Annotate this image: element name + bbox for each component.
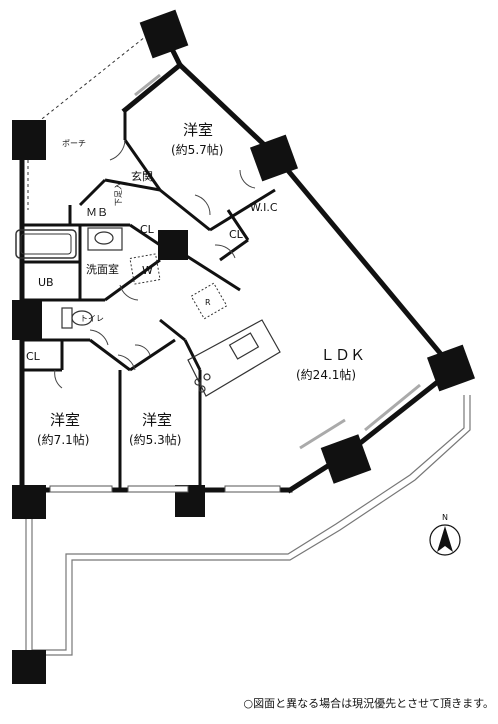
door-swings: [54, 139, 256, 389]
balcony-outline: [25, 395, 471, 656]
fridge-space: [190, 282, 228, 320]
windows: [49, 73, 421, 493]
cl-left-label: CL: [26, 350, 41, 363]
cl-hall-label: CL: [140, 223, 155, 236]
structural-columns: [12, 9, 476, 684]
cl-wic-label: CL: [229, 228, 244, 241]
kitchen-counter: [187, 319, 281, 397]
interior-walls: [22, 110, 276, 490]
room-name-western-top: 洋室: [183, 121, 213, 139]
shoe-box-label: 下足入: [114, 182, 123, 206]
washroom-label: 洗面室: [86, 262, 119, 276]
washer-space: [129, 253, 161, 285]
room-name-western-mid: 洋室: [142, 411, 172, 429]
north-arrow: [429, 524, 461, 556]
bathtub: [15, 229, 77, 259]
room-area-ldk: (約24.1帖): [296, 367, 356, 382]
wic-label: W.I.C: [250, 201, 278, 214]
toilet-label: トイレ: [80, 314, 104, 323]
north-label: N: [442, 513, 448, 522]
ub-label: UB: [38, 276, 54, 289]
room-name-western-left: 洋室: [50, 411, 80, 429]
wash-basin: [87, 227, 123, 251]
room-area-western-top: (約5.7帖): [171, 142, 223, 157]
toilet-fixture: [61, 307, 93, 329]
room-area-western-mid: (約5.3帖): [129, 432, 181, 447]
disclaimer-note: ○図面と異なる場合は現況優先とさせて頂きます。: [243, 697, 495, 710]
washer-label: W: [142, 264, 153, 277]
porch-label: ポーチ: [62, 139, 86, 148]
entrance-label: 玄関: [131, 169, 153, 183]
room-area-western-left: (約7.1帖): [37, 432, 89, 447]
mb-label: ＭＢ: [86, 206, 108, 219]
fridge-label: R: [205, 298, 211, 307]
room-name-ldk: ＬＤＫ: [320, 346, 365, 364]
